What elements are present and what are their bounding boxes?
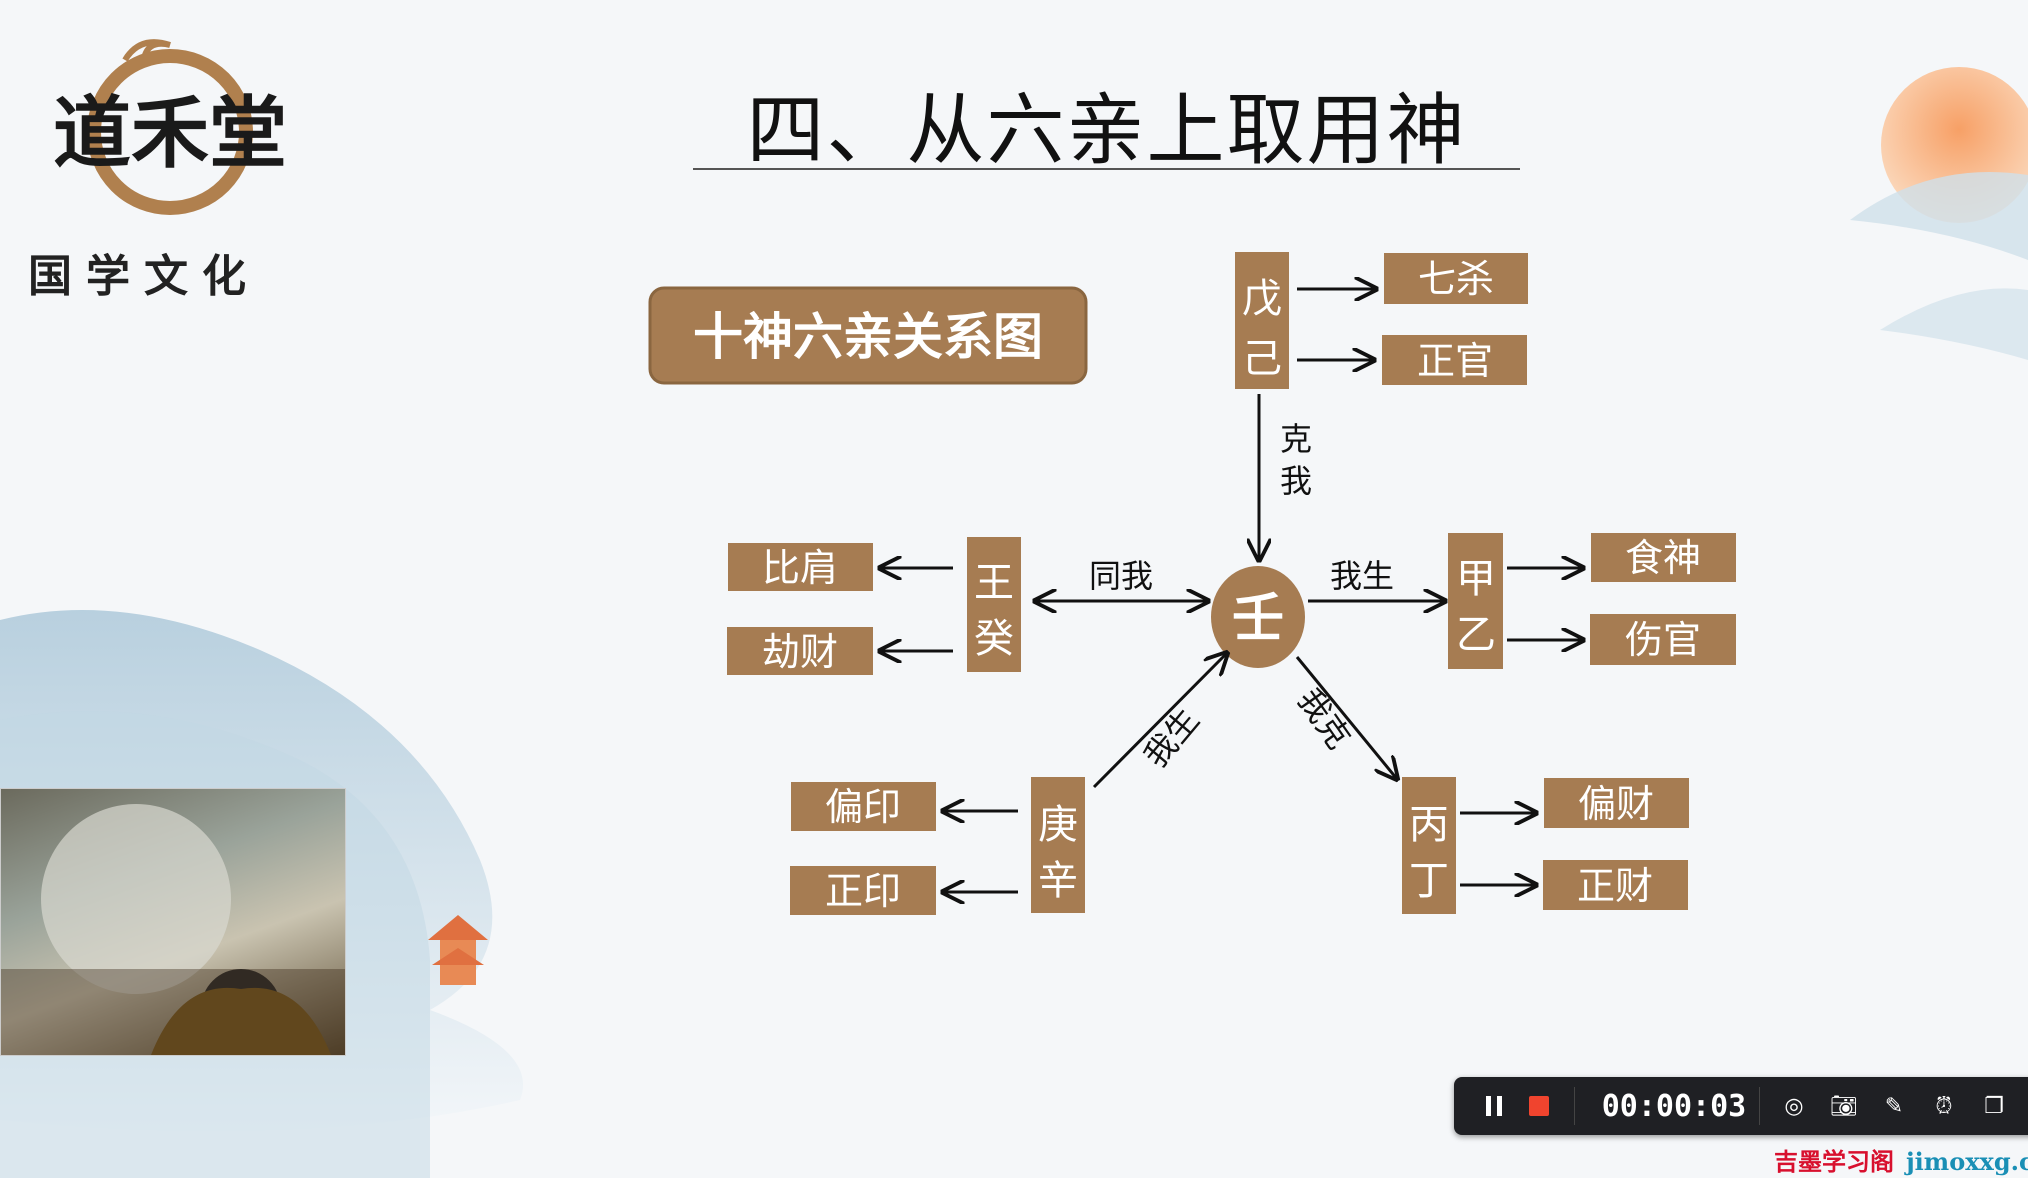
relation-ke: 克 [1280,420,1312,458]
camera-button[interactable]: 📷︎ [1824,1077,1864,1135]
alarm-icon: ⏰︎ [1935,1093,1953,1119]
god-piancai: 偏财 [1578,782,1654,826]
logo-subtitle: 国学文化 [28,251,260,302]
god-zhengyin: 正印 [825,869,901,913]
pause-button[interactable] [1474,1077,1514,1135]
title-underline [693,168,1520,170]
relation-wo: 我 [1280,462,1312,500]
relation-wosheng: 我生 [1330,557,1394,595]
stem-yi: 乙 [1456,612,1496,658]
screen-recorder-toolbar: 00:00:03 ◎ 📷︎ ✎ ⏰︎ ❐ [1454,1077,2028,1135]
god-box-shangguan [1590,614,1736,665]
god-zhengcai: 正财 [1577,864,1653,908]
god-qisha: 七杀 [1418,257,1494,301]
center-stem: 壬 [1232,589,1284,649]
stop-button[interactable] [1519,1077,1559,1135]
god-shangguan: 伤官 [1625,618,1701,662]
stem-box-rengui [967,537,1021,672]
stem-bing: 丙 [1409,802,1449,848]
stem-box-bingding [1402,777,1456,914]
window-icon: ❐ [1984,1093,2004,1119]
screenshot-region-icon: ◎ [1784,1093,1804,1119]
webcam-overlay[interactable] [0,788,346,1056]
slide-title: 四、从六亲上取用神 [746,86,1467,176]
stem-wu: 戊 [1242,276,1282,322]
stem-ji: 己 [1242,336,1282,382]
logo-brand: 道禾堂 [53,88,287,179]
god-box-shishen [1591,533,1736,582]
diagram-label: 十神六亲关系图 [693,308,1043,366]
screenshot-region-button[interactable]: ◎ [1774,1077,1814,1135]
god-jiecai: 劫财 [762,630,838,674]
god-shishen: 食神 [1625,536,1701,580]
god-box-zhengguan [1382,335,1527,385]
camera-icon: 📷︎ [1830,1093,1858,1119]
logo-ring [87,49,253,215]
watermark: 吉墨学习阁 jimoxxg.com [1774,1142,2028,1177]
god-box-pianyin [791,782,936,831]
pen-icon: ✎ [1884,1093,1904,1119]
pagoda-decoration [428,915,488,985]
stem-xin: 辛 [1038,858,1078,904]
watermark-cn: 吉墨学习阁 [1774,1148,1894,1176]
god-box-bijian [728,543,873,591]
pen-button[interactable]: ✎ [1874,1077,1914,1135]
god-pianyin: 偏印 [825,785,901,829]
window-button[interactable]: ❐ [1974,1077,2014,1135]
watermark-url: jimoxxg.com [1906,1147,2028,1176]
stem-box-wuji [1235,252,1289,389]
god-box-jiecai [727,627,873,675]
recording-timer: 00:00:03 [1601,1088,1747,1124]
relation-woke: 我克 [1290,682,1358,756]
center-stem-circle [1211,566,1305,668]
stem-ren: 王 [974,560,1014,606]
pause-icon [1486,1096,1502,1116]
stem-geng: 庚 [1038,802,1078,848]
alarm-button[interactable]: ⏰︎ [1924,1077,1964,1135]
stem-gui: 癸 [974,616,1014,662]
god-box-zhengcai [1543,860,1688,910]
god-box-piancai [1544,778,1689,828]
stop-icon [1529,1096,1549,1116]
god-bijian: 比肩 [762,546,838,590]
stem-box-jiayi [1448,533,1503,669]
stem-ding: 丁 [1409,858,1449,904]
logo: 道禾堂 [30,20,320,240]
god-box-zhengyin [790,866,936,915]
diagram-label-box [648,286,1088,385]
stem-box-gengxin [1031,777,1085,913]
diagram-arrows [880,289,1583,892]
god-zhengguan: 正官 [1417,339,1493,383]
god-box-qisha [1384,253,1528,304]
relation-shengwo: 我生 [1136,701,1206,774]
presenter-body [151,987,331,1055]
relation-tongwo: 同我 [1089,557,1153,595]
stem-jia: 甲 [1456,556,1496,602]
